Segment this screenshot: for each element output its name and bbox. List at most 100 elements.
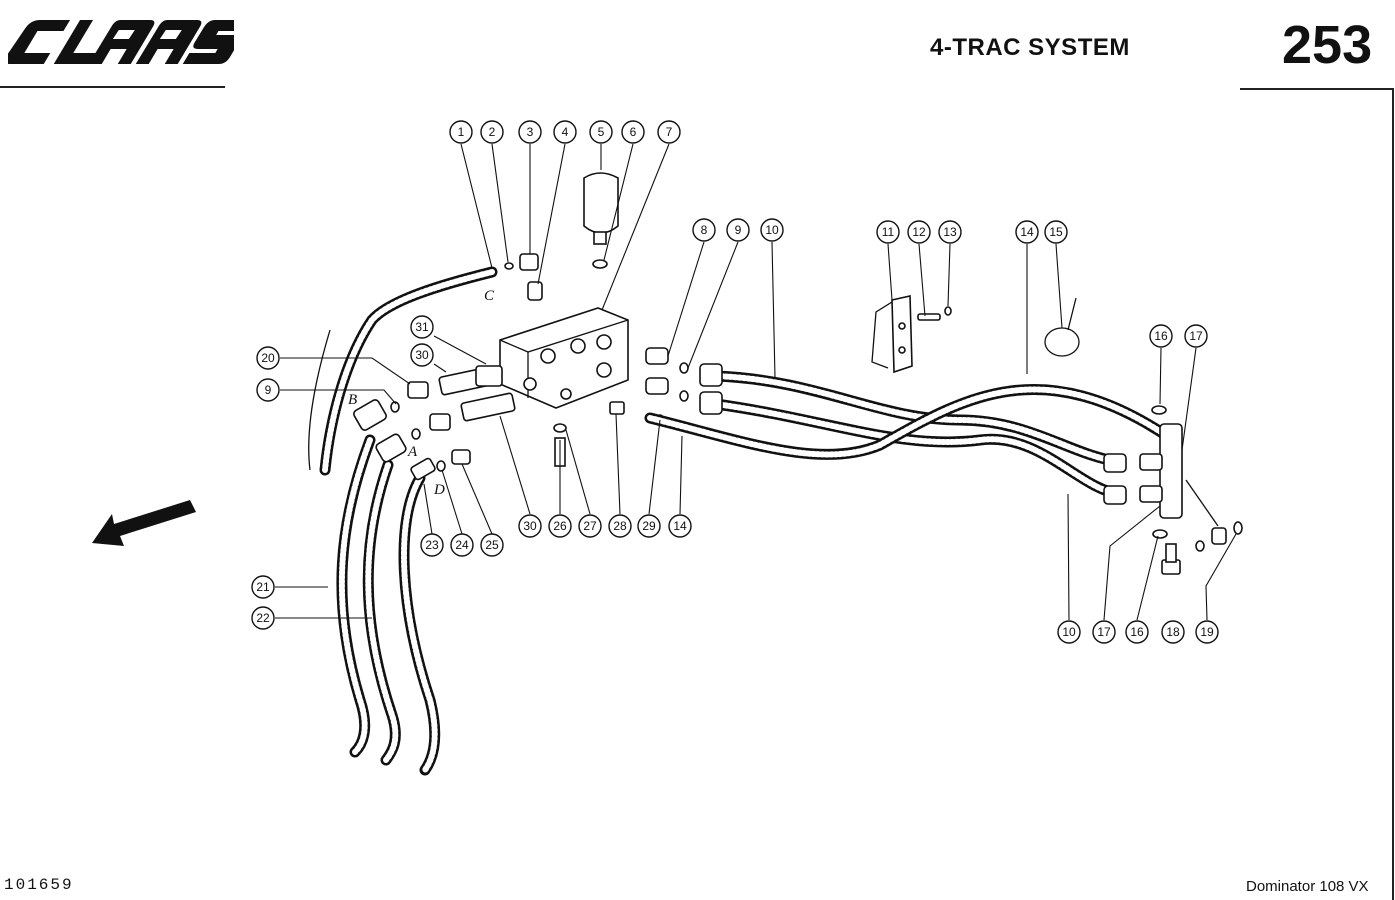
callout-label: 6: [630, 125, 637, 139]
callout-4: 4: [553, 120, 577, 144]
plug-28: [609, 401, 625, 415]
header-rule-left: [0, 86, 225, 88]
callout-15: 15: [1044, 220, 1068, 244]
callout-label: 2: [489, 125, 496, 139]
callout-label: 9: [735, 223, 742, 237]
callout-label: 25: [485, 538, 499, 552]
callout-27: 27: [578, 514, 602, 538]
hose-c: [319, 266, 498, 476]
direction-arrow: [92, 500, 196, 546]
callout-label: 17: [1189, 329, 1203, 343]
callout-24: 24: [450, 533, 474, 557]
callout-21: 21: [251, 575, 275, 599]
callout-2: 2: [480, 120, 504, 144]
callout-10-lower: 10: [1057, 620, 1081, 644]
callout-12: 12: [907, 220, 931, 244]
fitting-4: [527, 281, 543, 301]
callout-label: 17: [1097, 625, 1111, 639]
hose-end-10a: [699, 363, 723, 387]
bolt-18: [1161, 540, 1205, 575]
callout-25: 25: [480, 533, 504, 557]
fitting-20a: [407, 381, 429, 399]
callout-30-upper: 30: [410, 343, 434, 367]
callout-7: 7: [657, 120, 681, 144]
accumulator: [583, 172, 619, 269]
machine-model: Dominator 108 VX: [1246, 878, 1369, 895]
hose-end-10c: [1103, 453, 1127, 473]
adapter-31: [475, 365, 503, 387]
callout-label: 11: [882, 225, 895, 239]
callout-28: 28: [608, 514, 632, 538]
callout-16: 16: [1149, 324, 1173, 348]
callout-label: 12: [912, 225, 926, 239]
callout-label: 13: [943, 225, 957, 239]
seal-27: [553, 423, 567, 433]
callout-label: 15: [1049, 225, 1063, 239]
claas-logo: [4, 14, 250, 70]
fitting-25: [451, 449, 471, 465]
port-label-c: C: [484, 288, 495, 304]
callout-label: 10: [765, 223, 779, 237]
page-border-right: [1392, 88, 1394, 900]
seal-24: [436, 460, 446, 472]
callout-label: 30: [415, 348, 429, 362]
callout-label: 27: [583, 519, 597, 533]
port-label-b: B: [348, 392, 357, 408]
callout-29: 29: [637, 514, 661, 538]
callout-label: 14: [1020, 225, 1034, 239]
callout-label: 14: [673, 519, 687, 533]
callout-22: 22: [251, 606, 275, 630]
leader-lines: [275, 143, 1237, 621]
hose-22: [362, 459, 401, 766]
hose-10-lower: [710, 398, 1126, 500]
fitting-20b: [429, 413, 451, 431]
callout-label: 19: [1200, 625, 1214, 639]
cable-line: [308, 329, 331, 471]
callout-1: 1: [449, 120, 473, 144]
seal-9a: [679, 362, 689, 374]
washer-13: [944, 306, 952, 316]
callout-label: 10: [1062, 625, 1076, 639]
callout-label: 4: [562, 125, 569, 139]
bracket-11: [871, 295, 913, 374]
callout-6: 6: [621, 120, 645, 144]
callout-19: 19: [1195, 620, 1219, 644]
tee-fitting-17: [1139, 405, 1183, 539]
seal-9b: [679, 390, 689, 402]
pipe-30b: [460, 392, 516, 422]
callout-17-lower: 17: [1092, 620, 1116, 644]
callout-14: 14: [1015, 220, 1039, 244]
callout-14-lower: 14: [668, 514, 692, 538]
seal-9d: [411, 428, 421, 440]
callout-label: 7: [666, 125, 673, 139]
callout-label: 20: [261, 351, 275, 365]
port-label-a: A: [407, 444, 418, 460]
callout-label: 30: [523, 519, 537, 533]
fitting-d: [410, 457, 436, 481]
callout-label: 16: [1154, 329, 1168, 343]
elbow-fitting-3: [519, 253, 539, 271]
hose-10-upper: [710, 370, 1126, 468]
hose-23: [398, 472, 441, 776]
callout-label: 9: [265, 383, 272, 397]
callout-16-lower: 16: [1125, 620, 1149, 644]
callout-label: 28: [613, 519, 627, 533]
callout-17: 17: [1184, 324, 1208, 348]
callout-13: 13: [938, 220, 962, 244]
claas-logo-mark: [4, 20, 250, 64]
drawing-number: 101659: [4, 876, 74, 894]
callout-3: 3: [518, 120, 542, 144]
callout-5: 5: [589, 120, 613, 144]
page-number: 253: [1282, 15, 1373, 75]
callout-23: 23: [420, 533, 444, 557]
hose-end-10b: [699, 391, 723, 415]
callout-label: 3: [527, 125, 534, 139]
hose-14: [644, 384, 1176, 460]
callout-label: 1: [458, 125, 465, 139]
callout-label: 23: [425, 538, 439, 552]
callout-20: 20: [256, 346, 280, 370]
pipe-19: [1185, 479, 1243, 545]
callout-11: 11: [876, 220, 900, 244]
page-title: 4-TRAC SYSTEM: [930, 34, 1130, 61]
